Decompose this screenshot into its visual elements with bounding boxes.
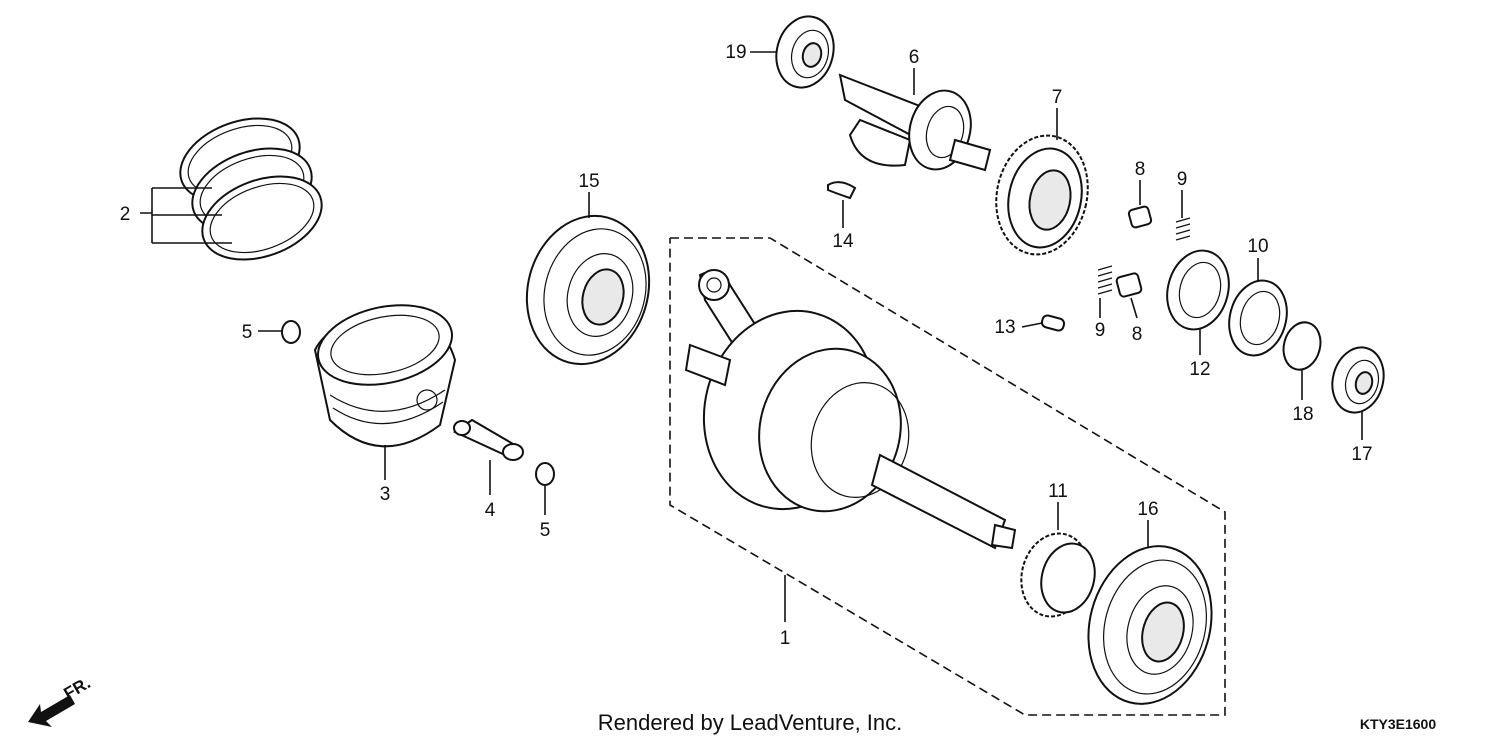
piston-pin[interactable]	[453, 418, 524, 461]
callout-10: 10	[1247, 236, 1268, 257]
crankshaft-bearing-left[interactable]	[511, 202, 666, 378]
callout-18: 18	[1292, 404, 1313, 425]
callout-8-upper: 8	[1135, 159, 1146, 180]
bearing-17[interactable]	[1325, 342, 1390, 419]
spring-lower[interactable]	[1097, 265, 1113, 295]
callout-9-upper: 9	[1177, 169, 1188, 190]
timing-sprocket[interactable]	[1012, 526, 1102, 624]
callout-3: 3	[380, 484, 391, 505]
woodruff-key[interactable]	[827, 181, 857, 200]
leader-lines	[140, 51, 1363, 622]
callout-7: 7	[1052, 87, 1063, 108]
callout-16: 16	[1137, 499, 1158, 520]
callout-14: 14	[832, 231, 854, 252]
callout-5-upper: 5	[242, 322, 253, 343]
callout-13: 13	[994, 317, 1015, 338]
callout-19: 19	[725, 42, 746, 63]
crankshaft-assembly-outline	[669, 237, 1226, 716]
spring-upper[interactable]	[1175, 217, 1191, 241]
footer-credit: Rendered by LeadVenture, Inc.	[598, 710, 903, 735]
crankshaft-bearing-right[interactable]	[1071, 532, 1228, 718]
drive-gear[interactable]	[986, 127, 1099, 263]
callout-15: 15	[578, 171, 599, 192]
callout-12: 12	[1189, 359, 1210, 380]
front-direction-arrow-icon: FR.	[28, 673, 94, 727]
callouts: 1 2 3 4 5 5 6 7 8 8 9 9 10 11 12 13 14 1…	[120, 42, 1373, 649]
piston-pin-clip-upper[interactable]	[281, 320, 301, 344]
callout-6: 6	[909, 47, 920, 68]
roller-lower[interactable]	[1115, 272, 1143, 298]
callout-8-lower: 8	[1132, 324, 1143, 345]
diagram-code: KTY3E1600	[1360, 716, 1436, 732]
callout-2: 2	[120, 204, 131, 225]
washer-12[interactable]	[1159, 244, 1238, 337]
callout-17: 17	[1351, 444, 1372, 465]
key-13[interactable]	[1040, 314, 1066, 332]
callout-1: 1	[780, 628, 791, 649]
piston-pin-clip-lower[interactable]	[535, 462, 555, 486]
piston-rings[interactable]	[169, 103, 334, 275]
callout-11: 11	[1048, 481, 1068, 502]
starter-bearing[interactable]	[769, 10, 842, 94]
washer-10[interactable]	[1221, 274, 1295, 362]
circlip[interactable]	[1278, 318, 1325, 374]
roller-upper[interactable]	[1127, 205, 1153, 229]
callout-5-lower: 5	[540, 520, 551, 541]
crankshaft[interactable]	[682, 269, 1017, 550]
callout-4: 4	[485, 500, 496, 521]
callout-9-lower: 9	[1095, 320, 1106, 341]
piston[interactable]	[311, 294, 460, 448]
starter-shaft[interactable]	[838, 73, 992, 176]
